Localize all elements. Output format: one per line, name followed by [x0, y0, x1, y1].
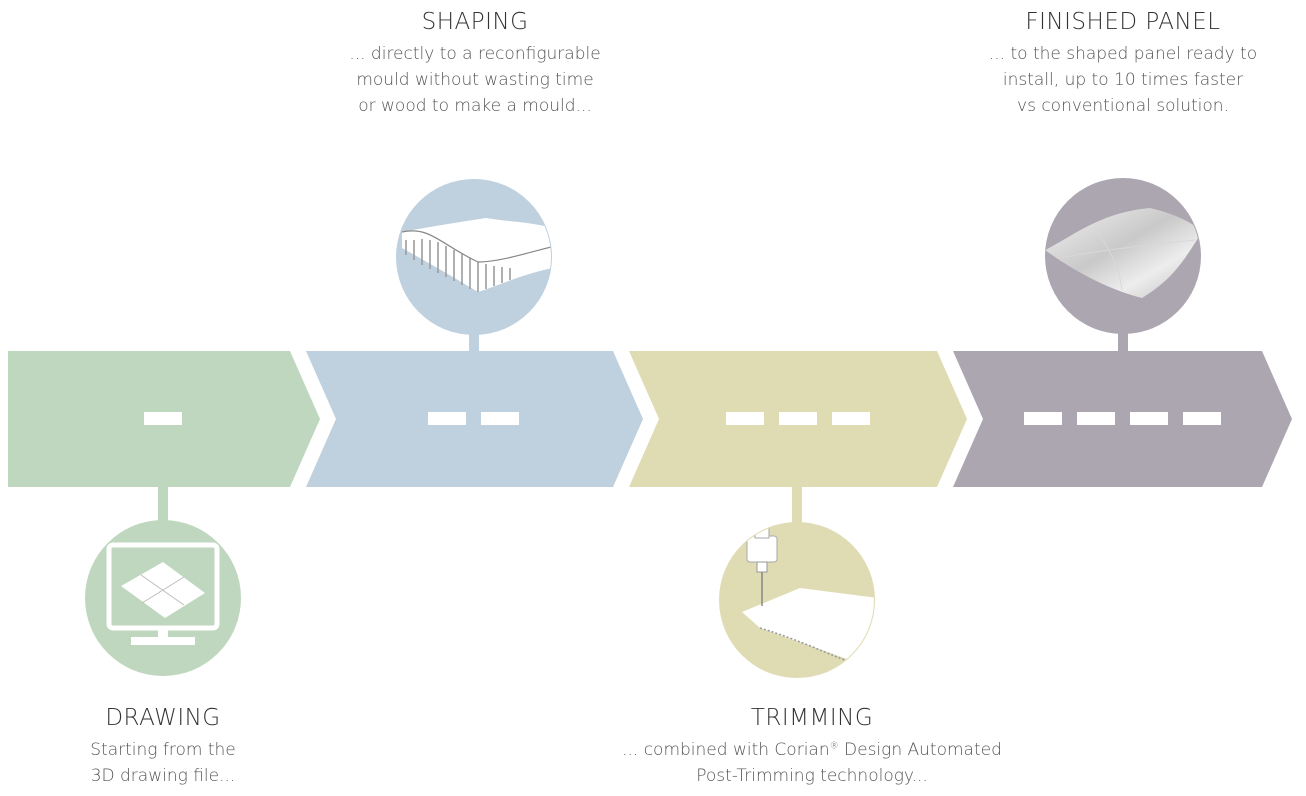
connector-shaping	[469, 330, 479, 352]
dashes-finished	[1024, 412, 1221, 425]
step-drawing: DRAWING Starting from the 3D drawing fil…	[43, 704, 283, 789]
monitor-icon	[106, 542, 220, 645]
desc-line: or wood to make a mould...	[358, 96, 592, 116]
step-title: DRAWING	[105, 705, 221, 731]
desc-line: Post-Trimming technology...	[696, 766, 928, 786]
desc-line: ... directly to a reconfigurable	[349, 44, 601, 64]
dash	[726, 412, 764, 425]
dash	[832, 412, 870, 425]
desc-line: 3D drawing file...	[90, 766, 236, 786]
dash	[428, 412, 466, 425]
dash	[1130, 412, 1168, 425]
step-title: TRIMMING	[750, 705, 874, 731]
connector-drawing	[158, 487, 168, 525]
node-drawing	[85, 487, 241, 676]
dashes-shaping	[428, 412, 519, 425]
dash	[779, 412, 817, 425]
dash	[1024, 412, 1062, 425]
step-description: Starting from the 3D drawing file...	[43, 737, 283, 789]
step-title: FINISHED PANEL	[1025, 9, 1221, 35]
shaped-panel-icon	[1046, 208, 1200, 298]
dash	[1077, 412, 1115, 425]
arrow-segment-shaping	[306, 351, 643, 487]
connector-trimming	[792, 487, 802, 525]
connector-finished	[1118, 330, 1128, 352]
dash	[1183, 412, 1221, 425]
step-description: ... directly to a reconfigurable mould w…	[320, 41, 630, 119]
desc-line: Starting from the	[90, 740, 236, 760]
desc-text: ... combined with Corian	[622, 740, 830, 760]
step-description: ... combined with Corian® Design Automat…	[580, 737, 1044, 789]
step-description: ... to the shaped panel ready to install…	[968, 41, 1278, 119]
node-finished	[1045, 178, 1201, 352]
dash	[481, 412, 519, 425]
desc-line: mould without wasting time	[356, 70, 594, 90]
dashes-drawing	[144, 412, 182, 425]
registered-mark: ®	[829, 741, 839, 752]
step-finished: FINISHED PANEL ... to the shaped panel r…	[968, 8, 1278, 119]
step-trimming: TRIMMING ... combined with Corian® Desig…	[580, 704, 1044, 789]
desc-text: Design Automated	[838, 740, 1002, 760]
step-title: SHAPING	[421, 9, 529, 35]
dashes-trimming	[726, 412, 870, 425]
node-shaping	[396, 179, 552, 352]
arrow-segment-finished	[953, 351, 1292, 487]
desc-line: ... combined with Corian® Design Automat…	[580, 737, 1044, 763]
node-trimming	[719, 487, 875, 678]
step-shaping: SHAPING ... directly to a reconfigurable…	[320, 8, 630, 119]
dash	[144, 412, 182, 425]
reconfigurable-mould-icon	[401, 218, 551, 292]
desc-line: vs conventional solution.	[1017, 96, 1229, 116]
desc-line: ... to the shaped panel ready to	[988, 44, 1258, 64]
desc-line: install, up to 10 times faster	[1002, 70, 1244, 90]
